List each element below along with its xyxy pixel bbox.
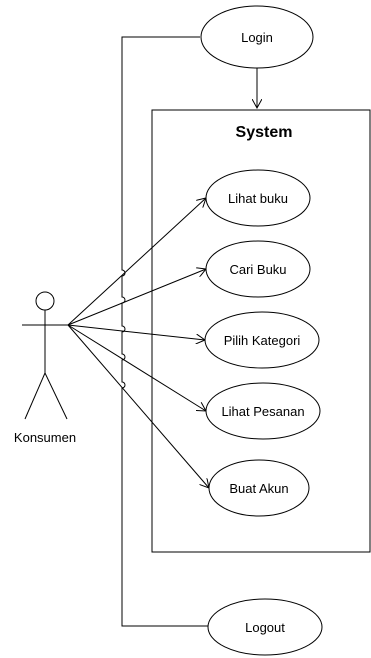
use-case-label: Lihat Pesanan xyxy=(221,404,304,419)
actor-right-leg xyxy=(44,372,68,420)
use-case-cari-buku: Cari Buku xyxy=(205,240,311,298)
association-lihat-buku xyxy=(67,198,206,326)
association-pilih-kategori xyxy=(67,324,205,340)
use-case-label: Login xyxy=(241,30,273,45)
use-case-ellipse xyxy=(205,240,311,298)
use-case-ellipse xyxy=(204,311,320,369)
use-case-logout: Logout xyxy=(207,598,323,656)
use-case-label: Lihat buku xyxy=(228,191,288,206)
use-case-lihat-buku: Lihat buku xyxy=(205,169,311,227)
use-case-ellipse xyxy=(200,5,314,69)
actor-left-leg xyxy=(24,372,46,420)
use-case-pilih-kategori: Pilih Kategori xyxy=(204,311,320,369)
use-case-lihat-pesanan: Lihat Pesanan xyxy=(205,382,321,440)
use-case-label: Buat Akun xyxy=(229,481,288,496)
login-logout-line xyxy=(121,36,208,627)
actor-konsumen xyxy=(22,291,68,420)
association-cari-buku xyxy=(67,269,206,326)
association-buat-akun xyxy=(67,324,209,488)
use-case-login: Login xyxy=(200,5,314,69)
association-lihat-pesanan xyxy=(67,324,206,411)
use-case-label: Cari Buku xyxy=(229,262,286,277)
use-case-ellipse xyxy=(208,459,310,517)
use-case-buat-akun: Buat Akun xyxy=(208,459,310,517)
use-case-label: Logout xyxy=(245,620,285,635)
system-title: System xyxy=(236,124,293,141)
use-case-ellipse xyxy=(205,382,321,440)
actor-label: Konsumen xyxy=(14,430,76,445)
use-case-ellipse xyxy=(205,169,311,227)
use-case-label: Pilih Kategori xyxy=(224,333,301,348)
use-case-ellipse xyxy=(207,598,323,656)
actor-head xyxy=(35,291,55,311)
